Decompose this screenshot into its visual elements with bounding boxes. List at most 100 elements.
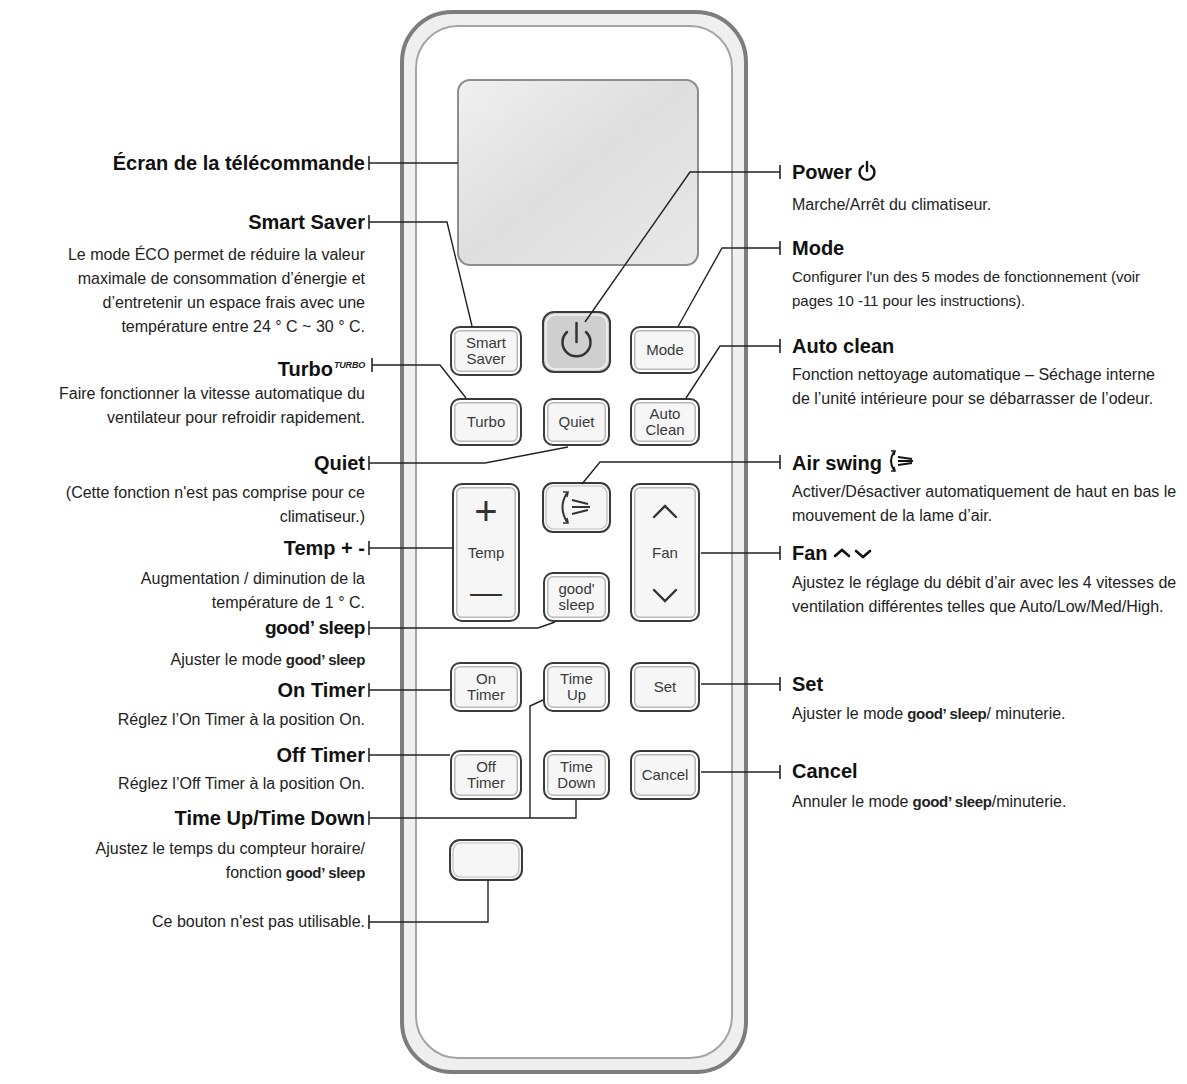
- leader-line: [701, 771, 780, 772]
- leader-line: [701, 552, 780, 553]
- remote-screen: [458, 80, 698, 265]
- button-description: / minuterie.: [986, 705, 1065, 722]
- button-name-group: Temp + -: [65, 535, 365, 561]
- on-timer-button: On Timer: [450, 662, 522, 712]
- remote-housing: [402, 12, 746, 1072]
- screen-callout-group: Écran de la télécommande: [5, 150, 365, 176]
- button-name: Set: [792, 673, 823, 695]
- button-description-group: Marche/Arrêt du climatiseur.: [792, 193, 1177, 217]
- button-name: Smart Saver: [248, 211, 365, 233]
- good-sleep-logo: good’ sleep: [907, 705, 986, 722]
- button-name-group: On Timer: [65, 677, 365, 703]
- unused-button-note: Ce bouton n'est pas utilisable.: [152, 913, 365, 930]
- button-description-group: Activer/Désactiver automatiquement de ha…: [792, 480, 1180, 528]
- smart-saver-button: Smart Saver: [450, 326, 522, 376]
- button-name: Fan: [792, 542, 828, 564]
- air-swing-icon: [572, 500, 590, 514]
- button-description-group: Réglez l’Off Timer à la position On.: [15, 772, 365, 796]
- power-icon: [575, 323, 578, 342]
- button-description-group: Augmentation / diminution de la températ…: [65, 567, 365, 615]
- button-text: Time Down: [552, 759, 602, 791]
- button-name-group: good’ sleep: [65, 615, 365, 641]
- unused-button: [450, 840, 522, 880]
- button-label: Mode: [646, 342, 684, 358]
- fan-icon: [833, 543, 873, 563]
- button-description-group: Ajuster le modegood’ sleep: [25, 648, 365, 672]
- leader-line: [701, 683, 780, 684]
- button-label: good' sleep: [552, 581, 602, 613]
- good-sleep-logo: good’ sleep: [286, 651, 365, 668]
- good-sleep-logo: good’ sleep: [265, 617, 365, 638]
- button-text: Cancel: [642, 767, 689, 783]
- button-label: Smart Saver: [460, 335, 512, 367]
- auto-clean-button: Auto Clean: [630, 398, 700, 446]
- button-name: Temp + -: [284, 537, 365, 559]
- button-name-group: Time Up/Time Down: [25, 805, 365, 831]
- button-name: Cancel: [792, 760, 858, 782]
- leader-line: [530, 700, 543, 818]
- chevron-up: [654, 506, 676, 517]
- button-description: /minuterie.: [992, 793, 1067, 810]
- button-description: Ajustez le réglage du débit d’air avec l…: [792, 574, 1176, 615]
- leader-line: [369, 162, 458, 163]
- button-description: Faire fonctionner la vitesse automatique…: [59, 385, 365, 426]
- button-description: Configurer l'un des 5 modes de fonctionn…: [792, 268, 1140, 309]
- air-swing-icon: [563, 493, 568, 522]
- button-description: Annuler le mode: [792, 793, 909, 810]
- button-description-group: Annuler le modegood’ sleep/minuterie.: [792, 790, 1180, 814]
- button-name-group: Auto clean: [792, 333, 1092, 359]
- leader-ticks: [369, 156, 780, 929]
- leader-line: [582, 462, 780, 484]
- button-label: Turbo: [467, 414, 506, 430]
- button-description-group: Fonction nettoyage automatique – Séchage…: [792, 363, 1162, 411]
- button-name-group: Mode: [792, 235, 1092, 261]
- button-label: Quiet: [559, 414, 595, 430]
- air-swing-icon: [563, 492, 568, 523]
- unused-button-rim: [453, 843, 519, 877]
- button-name: Mode: [792, 237, 844, 259]
- set-button: Set: [630, 662, 700, 712]
- button-label: Time Down: [552, 759, 602, 791]
- button-label: Off Timer: [460, 759, 512, 791]
- leader-line: [585, 172, 780, 322]
- good-sleep-logo: good’ sleep: [913, 793, 992, 810]
- button-text: +Temp—: [468, 485, 505, 620]
- good-sleep-logo: good’ sleep: [286, 864, 365, 881]
- button-text: On Timer: [460, 671, 512, 703]
- power-button: [543, 312, 610, 372]
- unused-button-note-group: Ce bouton n'est pas utilisable.: [5, 910, 365, 934]
- button-label: Cancel: [642, 767, 689, 783]
- button-description-group: Réglez l’On Timer à la position On.: [15, 708, 365, 732]
- button-description: Réglez l’Off Timer à la position On.: [118, 775, 365, 792]
- button-text: Off Timer: [460, 759, 512, 791]
- temp-button: +Temp—: [452, 483, 520, 622]
- button-description-group: (Cette fonction n'est pas comprise pour …: [30, 481, 365, 529]
- button-label: Set: [654, 679, 677, 695]
- turbo-icon-text: TURBO: [334, 360, 365, 370]
- button-name: Off Timer: [276, 744, 365, 766]
- button-name-group: Cancel: [792, 758, 1092, 784]
- leader-line: [369, 754, 450, 755]
- button-name: Quiet: [314, 452, 365, 474]
- button-label: Time Up: [552, 671, 602, 703]
- button-name: Turbo: [278, 358, 333, 380]
- quiet-button: Quiet: [543, 398, 610, 446]
- time-up-button: Time Up: [543, 662, 610, 712]
- button-name-group: Quiet: [65, 450, 365, 476]
- button-text: Mode: [646, 342, 684, 358]
- button-name: Power: [792, 161, 852, 183]
- turbo-button: Turbo: [450, 398, 522, 446]
- button-name-group: TurboTURBO: [65, 352, 365, 382]
- leader-line: [369, 622, 555, 628]
- button-name: Time Up/Time Down: [175, 807, 365, 829]
- button-label: On Timer: [460, 671, 512, 703]
- button-name-group: Off Timer: [65, 742, 365, 768]
- button-name-group: Power: [792, 159, 1092, 185]
- button-description: Fonction nettoyage automatique – Séchage…: [792, 366, 1155, 407]
- button-text: Auto Clean: [640, 406, 690, 438]
- button-description-group: Ajuster le modegood’ sleep/ minuterie.: [792, 702, 1180, 726]
- button-description: Le mode ÉCO permet de réduire la valeur …: [68, 246, 365, 335]
- leader-line: [369, 880, 488, 922]
- chevron-down: [654, 590, 676, 601]
